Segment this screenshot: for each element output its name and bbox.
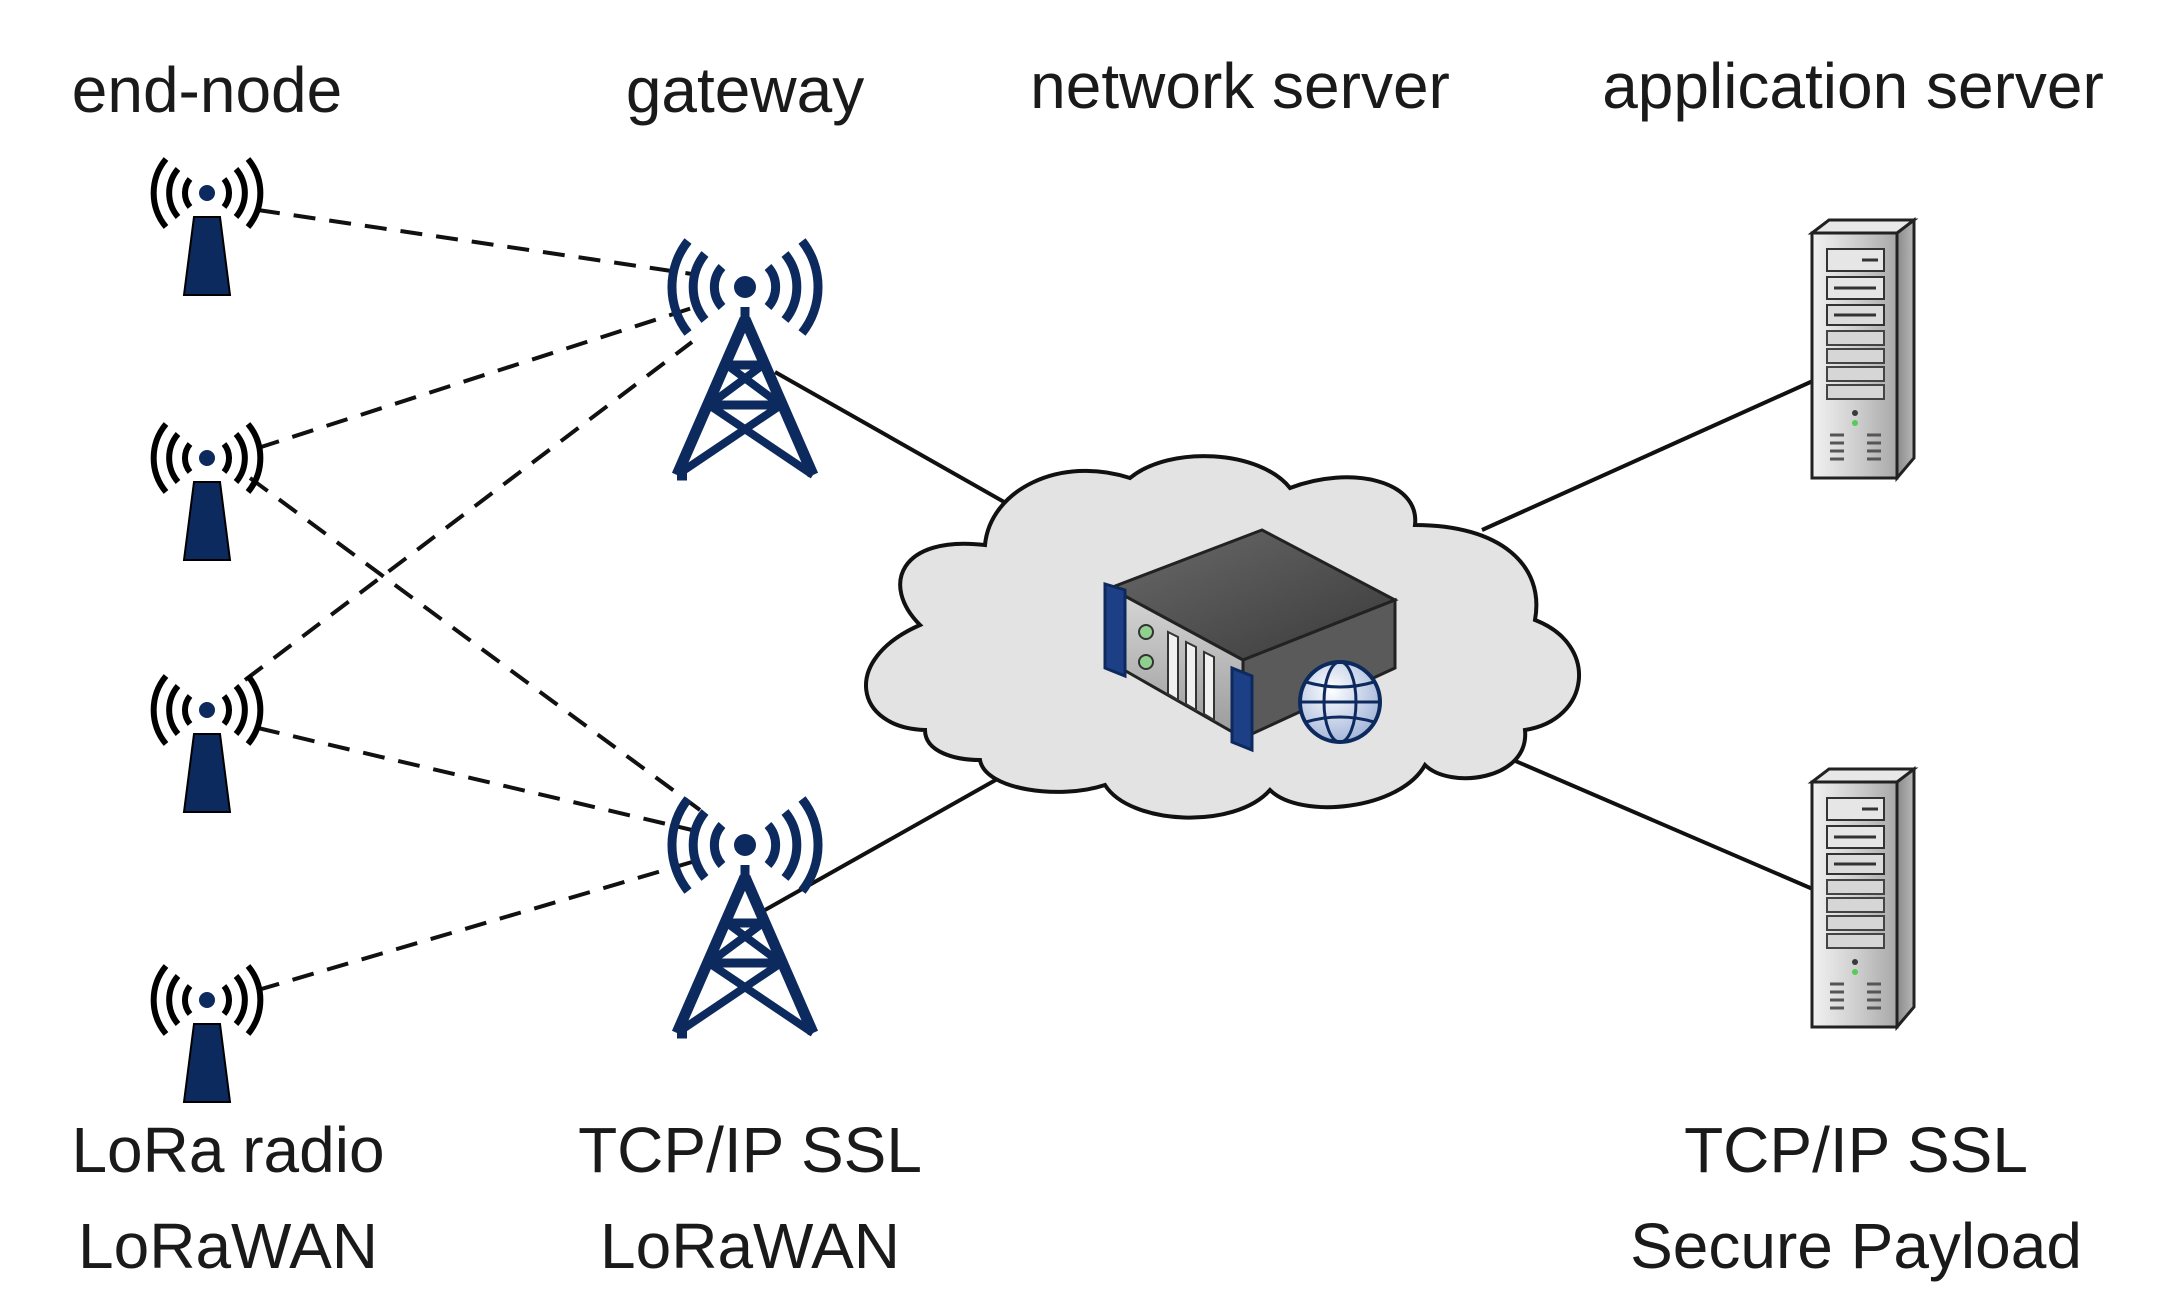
radio-link <box>243 340 694 682</box>
server-tower-icon <box>1810 767 1916 1029</box>
end-node-protocols: LoRa radio LoRaWAN <box>71 1118 384 1278</box>
radio-link <box>248 476 702 812</box>
radio-link <box>257 860 693 992</box>
application-server-protocol-line1: TCP/IP SSL <box>1684 1114 2028 1186</box>
radio-link <box>257 726 693 832</box>
network-to-app-server-link <box>1461 736 1816 892</box>
radio-links <box>243 208 702 992</box>
end-node-protocol-line1: LoRa radio <box>71 1114 385 1186</box>
radio-link <box>257 208 693 276</box>
header-gateway: gateway <box>625 54 865 126</box>
gateway-tower-icon <box>672 799 818 1033</box>
end-node-protocol-line2: LoRaWAN <box>78 1210 378 1282</box>
header-application-server: application server <box>1602 50 2104 122</box>
globe-icon <box>1298 660 1382 744</box>
gateway-tower-icon <box>672 241 818 475</box>
radio-link <box>257 306 693 450</box>
header-end-node: end-node <box>71 54 343 126</box>
end-node-antenna-icon <box>154 424 261 560</box>
network-server-icon <box>1103 528 1399 753</box>
end-node-antenna-icon <box>154 159 261 295</box>
gateway-protocol-line1: TCP/IP SSL <box>578 1114 922 1186</box>
gateway-protocols: TCP/IP SSL LoRaWAN <box>578 1118 922 1278</box>
network-to-app-server-link <box>1481 378 1816 532</box>
network-server-cloud-icon <box>864 454 1582 820</box>
application-server-protocol-line2: Secure Payload <box>1630 1210 2082 1282</box>
gateway-protocol-line2: LoRaWAN <box>600 1210 900 1282</box>
application-server-protocols: TCP/IP SSL Secure Payload <box>1630 1118 2082 1278</box>
end-node-antenna-icon <box>154 676 261 812</box>
header-network-server: network server <box>1030 50 1450 122</box>
end-node-antenna-icon <box>154 966 261 1102</box>
server-tower-icon <box>1810 218 1916 480</box>
